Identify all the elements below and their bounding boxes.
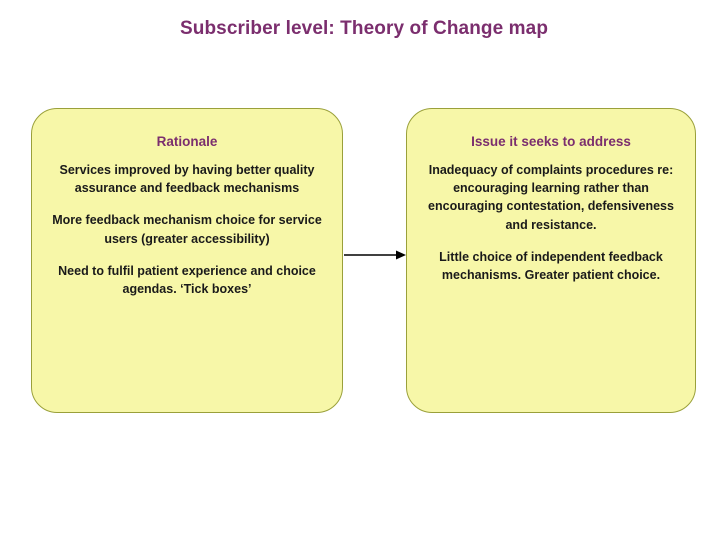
rationale-box-content: Rationale Services improved by having be… bbox=[32, 109, 342, 298]
arrow-rationale-to-issue-icon bbox=[344, 250, 406, 260]
rationale-paragraph-1: Services improved by having better quali… bbox=[59, 163, 315, 196]
issue-paragraph-1: Inadequacy of complaints procedures re: … bbox=[428, 163, 674, 232]
page-title: Subscriber level: Theory of Change map bbox=[179, 18, 549, 39]
rationale-paragraph-3: Need to fulfil patient experience and ch… bbox=[58, 263, 316, 296]
issue-box-content: Issue it seeks to address Inadequacy of … bbox=[407, 109, 695, 284]
issue-paragraph-2: Little choice of independent feedback me… bbox=[439, 249, 663, 282]
issue-heading: Issue it seeks to address bbox=[471, 134, 631, 149]
rationale-box[interactable]: Rationale Services improved by having be… bbox=[31, 108, 343, 413]
rationale-heading: Rationale bbox=[156, 134, 218, 149]
rationale-paragraph-2: More feedback mechanism choice for servi… bbox=[52, 213, 322, 246]
issue-box[interactable]: Issue it seeks to address Inadequacy of … bbox=[406, 108, 696, 413]
